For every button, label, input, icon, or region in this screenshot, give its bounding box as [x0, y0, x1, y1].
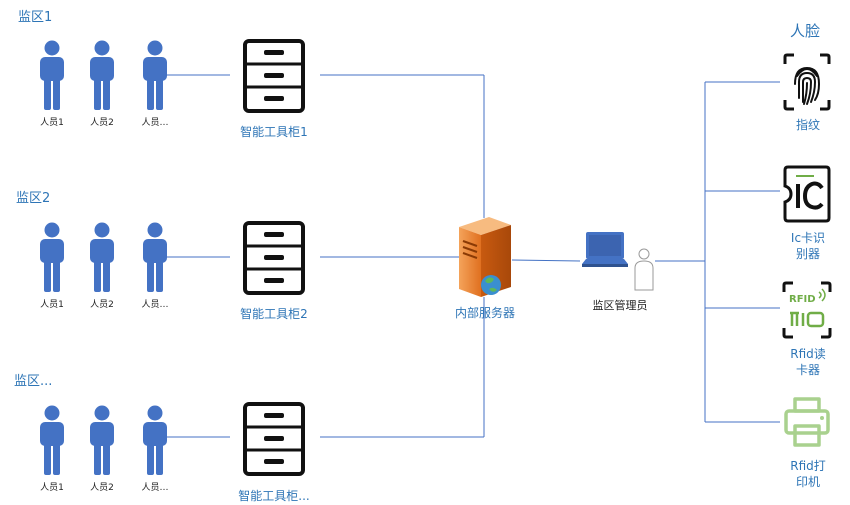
cabinet-icon [243, 39, 305, 113]
server-icon [459, 217, 511, 297]
ic-reader-label-2: 别器 [795, 247, 820, 261]
person-label: 人员1 [40, 483, 64, 493]
person-icon [90, 40, 114, 110]
person-icon [40, 405, 64, 475]
person-label: 人员2 [90, 300, 114, 310]
ic-reader-label-1: Ic卡识 [790, 231, 826, 245]
person-label: 人员2 [90, 118, 114, 128]
rfid-reader-icon: RFID [782, 281, 832, 339]
cabinet-icon [243, 221, 305, 295]
server-label: 内部服务器 [454, 306, 515, 320]
person-icon [40, 40, 64, 110]
zone-label: 监区1 [18, 10, 53, 25]
laptop-admin-icon [582, 232, 654, 291]
zone-label: 监区2 [16, 191, 51, 206]
cabinet-label: 智能工具柜... [238, 489, 310, 503]
cabinet-label: 智能工具柜1 [240, 125, 308, 139]
rfid-printer-label-2: 印机 [795, 475, 820, 489]
person-label: 人员… [141, 118, 169, 128]
ic-card-reader-icon [783, 165, 831, 223]
zone-label: 监区... [14, 374, 53, 389]
rfid-printer-label-1: Rfid打 [790, 459, 826, 473]
person-icon [40, 222, 64, 292]
person-icon [143, 405, 167, 475]
face-header: 人脸 [790, 22, 821, 40]
person-label: 人员… [141, 483, 169, 493]
cabinet-icon [243, 402, 305, 476]
admin-label: 监区管理员 [592, 299, 648, 312]
fingerprint-label: 指纹 [795, 118, 820, 132]
fingerprint-icon [783, 53, 831, 111]
person-icon [143, 40, 167, 110]
cabinet-label: 智能工具柜2 [240, 307, 308, 321]
person-label: 人员… [141, 300, 169, 310]
person-icon [143, 222, 167, 292]
person-label: 人员1 [40, 300, 64, 310]
person-label: 人员1 [40, 118, 64, 128]
person-icon [90, 222, 114, 292]
rfid-reader-label-2: 卡器 [795, 363, 820, 377]
rfid-reader-label-1: Rfid读 [790, 347, 826, 361]
person-label: 人员2 [90, 483, 114, 493]
person-icon [90, 405, 114, 475]
rfid-icon-text: RFID [789, 294, 816, 305]
printer-icon [784, 397, 830, 447]
